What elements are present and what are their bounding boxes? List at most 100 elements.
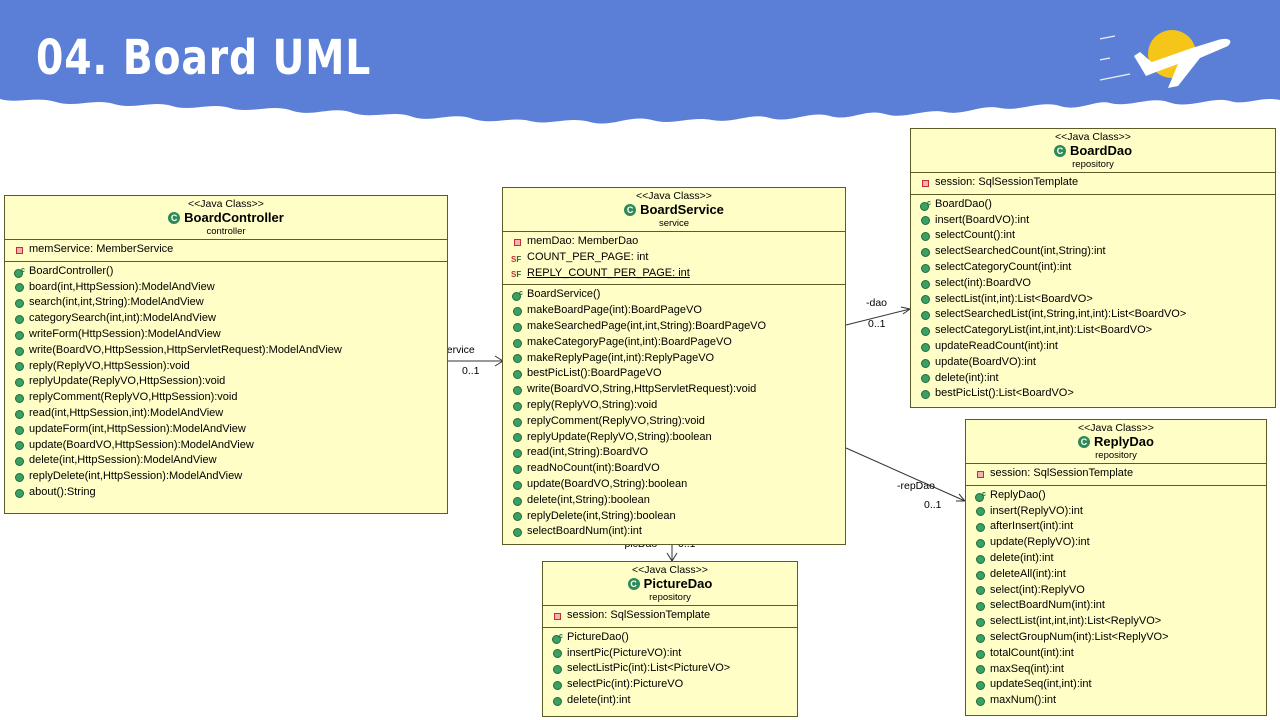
static-final-icon: SF <box>511 254 522 264</box>
method-text: replyUpdate(ReplyVO,String):boolean <box>527 430 712 443</box>
public-method-icon <box>974 663 986 675</box>
constructor-icon <box>974 487 986 502</box>
method-row: replyComment(ReplyVO,String):void <box>511 414 845 430</box>
public-method-icon <box>511 368 523 380</box>
methods-section: ReplyDao() insert(ReplyVO):int afterInse… <box>966 484 1266 712</box>
public-method-icon <box>13 408 25 420</box>
method-text: selectBoardNum(int):int <box>527 525 642 538</box>
constructor-row: BoardController() <box>13 263 447 280</box>
method-text: makeBoardPage(int):BoardPageVO <box>527 304 702 317</box>
method-text: delete(int,String):boolean <box>527 493 650 506</box>
public-method-icon <box>974 679 986 691</box>
static-final-icon: SF <box>511 270 522 280</box>
method-row: replyComment(ReplyVO,HttpSession):void <box>13 390 447 406</box>
public-method-icon <box>974 537 986 549</box>
method-text: insertPic(PictureVO):int <box>567 646 682 659</box>
public-method-icon <box>13 487 25 499</box>
field-row: session: SqlSessionTemplate <box>551 608 797 624</box>
method-text: updateReadCount(int):int <box>935 339 1058 352</box>
public-method-icon <box>919 214 931 226</box>
public-method-icon <box>13 439 25 451</box>
public-method-icon <box>511 526 523 538</box>
constructor-icon <box>13 263 25 278</box>
public-method-icon <box>13 360 25 372</box>
method-row: replyDelete(int,HttpSession):ModelAndVie… <box>13 469 447 485</box>
public-method-icon <box>974 648 986 660</box>
private-field-icon <box>13 244 25 256</box>
method-row: selectList(int,int):List<BoardVO> <box>919 292 1275 308</box>
public-method-icon <box>13 455 25 467</box>
method-text: insert(ReplyVO):int <box>990 504 1083 517</box>
public-method-icon <box>511 495 523 507</box>
public-method-icon <box>919 372 931 384</box>
constructor-text: PictureDao() <box>567 630 629 643</box>
class-stereotype: <<Java Class>> <box>636 190 712 202</box>
methods-section: PictureDao() insertPic(PictureVO):int se… <box>543 626 797 712</box>
method-text: delete(int):int <box>567 693 631 706</box>
method-text: selectBoardNum(int):int <box>990 599 1105 612</box>
public-method-icon <box>974 632 986 644</box>
public-method-icon <box>919 309 931 321</box>
constructor-icon <box>511 286 523 302</box>
constructor-row: BoardService() <box>511 286 845 303</box>
fields-section: session: SqlSessionTemplate <box>911 172 1275 194</box>
dao-role-label: -dao <box>866 297 888 309</box>
repdao-role-label: -repDao <box>897 480 935 492</box>
method-row: bestPicList():List<BoardVO> <box>919 386 1275 402</box>
method-row: selectCategoryList(int,int,int):List<Boa… <box>919 323 1275 339</box>
method-text: replyUpdate(ReplyVO,HttpSession):void <box>29 375 226 388</box>
field-text: session: SqlSessionTemplate <box>935 176 1079 188</box>
public-method-icon <box>13 471 25 483</box>
class-stereotype: <<Java Class>> <box>632 564 708 576</box>
constructor-row: BoardDao() <box>919 196 1275 213</box>
public-method-icon <box>13 297 25 309</box>
method-row: maxSeq(int):int <box>974 662 1266 678</box>
method-text: makeSearchedPage(int,int,String):BoardPa… <box>527 319 767 332</box>
method-text: update(BoardVO,String):boolean <box>527 477 688 490</box>
public-method-icon <box>919 388 931 400</box>
method-text: readNoCount(int):BoardVO <box>527 462 660 475</box>
method-text: replyDelete(int,String):boolean <box>527 509 676 522</box>
method-row: reply(ReplyVO,HttpSession):void <box>13 359 447 375</box>
method-text: delete(int):int <box>935 371 999 384</box>
methods-section: BoardDao() insert(BoardVO):int selectCou… <box>911 193 1275 405</box>
method-text: select(int):ReplyVO <box>990 583 1085 596</box>
method-text: selectSearchedCount(int,String):int <box>935 245 1106 258</box>
public-method-icon <box>551 695 563 707</box>
method-row: selectCategoryCount(int):int <box>919 260 1275 276</box>
fields-section: session: SqlSessionTemplate <box>966 463 1266 485</box>
class-icon: C <box>1053 145 1066 157</box>
public-method-icon <box>919 357 931 369</box>
method-row: totalCount(int):int <box>974 646 1266 662</box>
method-text: updateForm(int,HttpSession):ModelAndView <box>29 422 246 435</box>
method-row: selectGroupNum(int):List<ReplyVO> <box>974 630 1266 646</box>
private-field-icon <box>551 610 563 622</box>
method-text: selectSearchedList(int,String,int,int):L… <box>935 308 1187 321</box>
method-row: read(int,HttpSession,int):ModelAndView <box>13 406 447 422</box>
method-row: select(int):ReplyVO <box>974 583 1266 599</box>
public-method-icon <box>919 325 931 337</box>
method-text: maxNum():int <box>990 694 1057 707</box>
field-text: session: SqlSessionTemplate <box>567 609 711 621</box>
method-row: replyUpdate(ReplyVO,String):boolean <box>511 430 845 446</box>
method-text: reply(ReplyVO,HttpSession):void <box>29 359 190 372</box>
method-text: writeForm(HttpSession):ModelAndView <box>29 327 221 340</box>
method-row: replyDelete(int,String):boolean <box>511 509 845 525</box>
public-method-icon <box>551 663 563 675</box>
method-text: bestPicList():List<BoardVO> <box>935 387 1074 400</box>
public-method-icon <box>13 345 25 357</box>
slide-title: 04. Board UML <box>36 30 372 86</box>
method-row: makeReplyPage(int,int):ReplyPageVO <box>511 351 845 367</box>
method-row: update(ReplyVO):int <box>974 535 1266 551</box>
